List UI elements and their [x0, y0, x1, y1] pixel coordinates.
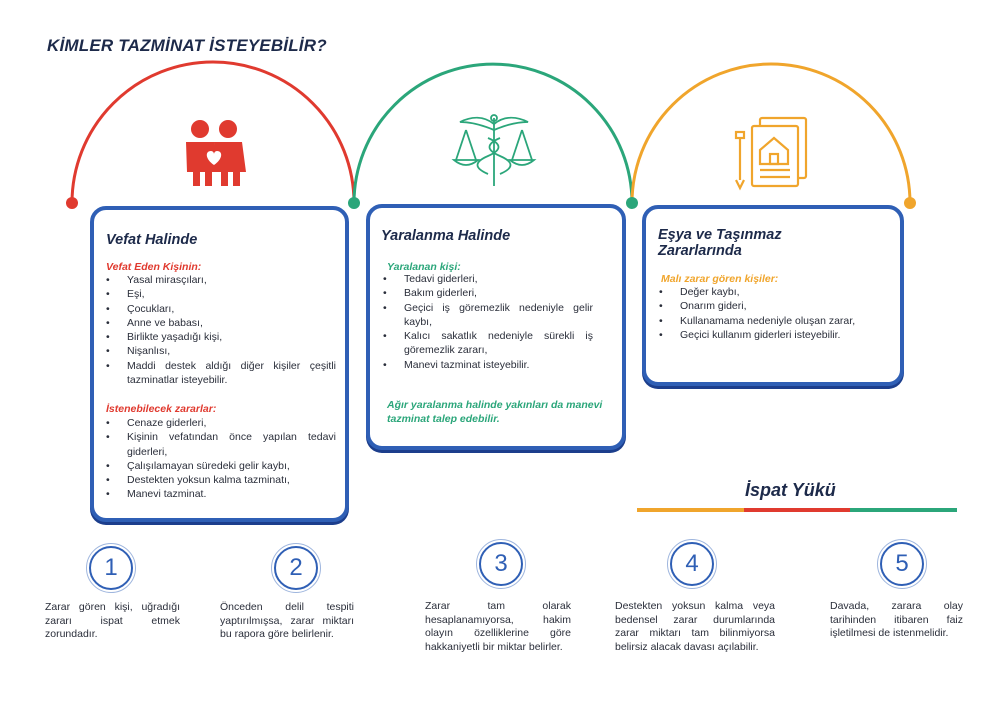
list-item: Çocukları,: [106, 302, 336, 317]
step-3-text: Zarar tam olarak hesaplanamıyorsa, hakim…: [425, 600, 571, 653]
list-item: Kalıcı sakatlık nedeniyle sürekli iş gör…: [383, 329, 593, 358]
list-item: Değer kaybı,: [659, 285, 874, 300]
orange-dot: [904, 197, 916, 209]
step-number: 5: [895, 550, 909, 577]
step-1-text: Zarar gören kişi, uğradığı zararı ispat …: [45, 601, 180, 640]
orange-arc: [630, 62, 912, 204]
card-subtitle: Vefat Eden Kişinin:: [106, 261, 202, 273]
list-item: Kişinin vefatından önce yapılan tedavi g…: [106, 430, 336, 459]
step-5-circle: 5: [877, 539, 927, 589]
red-arc: [70, 60, 356, 204]
step-2-text: Önceden delil tespiti yaptırılmışsa, zar…: [220, 601, 354, 640]
step-number: 2: [289, 554, 303, 581]
card-subtitle: İstenebilecek zararlar:: [106, 403, 217, 415]
step-number: 1: [104, 554, 118, 581]
list-item: Çalışılamayan süredeki gelir kaybı,: [106, 459, 336, 474]
step-4-circle: 4: [667, 539, 717, 589]
tricolor-divider: [637, 508, 958, 512]
green-dot-right: [626, 197, 638, 209]
list-item: Geçici iş göremezlik nedeniyle gelir kay…: [383, 301, 593, 330]
list-item: Eşi,: [106, 287, 336, 302]
red-dot: [66, 197, 78, 209]
card-title: Eşya ve Taşınmaz Zararlarında: [658, 227, 782, 259]
green-dot-left: [348, 197, 360, 209]
card-esya: Eşya ve Taşınmaz Zararlarında Malı zarar…: [642, 205, 904, 386]
card-yaralanma: Yaralanma Halinde Yaralanan kişi: Tedavi…: [366, 204, 626, 450]
card-title: Yaralanma Halinde: [381, 228, 511, 244]
list-item: Maddi destek aldığı diğer kişiler çeşitl…: [106, 359, 336, 388]
step-4-text: Destekten yoksun kalma veya bedensel zar…: [615, 600, 775, 653]
list-item: Onarım gideri,: [659, 299, 874, 314]
list-item: Manevi tazminat.: [106, 487, 336, 502]
page-title: KİMLER TAZMİNAT İSTEYEBİLİR?: [47, 36, 327, 55]
step-number: 3: [494, 550, 508, 577]
list-item: Anne ve babası,: [106, 316, 336, 331]
step-5-text: Davada, zarara olay tarihinden itibaren …: [830, 600, 963, 639]
list-item: Geçici kullanım giderleri isteyebilir.: [659, 328, 874, 343]
list-item: Nişanlısı,: [106, 344, 336, 359]
bullet-list: Yasal mirasçıları,Eşi,Çocukları,Anne ve …: [106, 273, 336, 387]
step-3-circle: 3: [476, 539, 526, 589]
card-title: Vefat Halinde: [106, 232, 198, 248]
list-item: Bakım giderleri,: [383, 286, 593, 301]
card-subtitle: Malı zarar gören kişiler:: [661, 273, 779, 285]
step-number: 4: [685, 550, 699, 577]
list-item: Birlikte yaşadığı kişi,: [106, 330, 336, 345]
card-note: Ağır yaralanma halinde yakınları da mane…: [387, 399, 603, 425]
ispat-title: İspat Yükü: [745, 480, 836, 500]
step-1-circle: 1: [86, 543, 136, 593]
caduceus-scales-icon: [451, 114, 537, 186]
bullet-list: Değer kaybı,Onarım gideri,Kullanamama ne…: [659, 285, 874, 342]
list-item: Destekten yoksun kalma tazminatı,: [106, 473, 336, 488]
step-2-circle: 2: [271, 543, 321, 593]
list-item: Manevi tazminat isteyebilir.: [383, 358, 593, 373]
bullet-list: Tedavi giderleri,Bakım giderleri,Geçici …: [383, 272, 593, 372]
list-item: Cenaze giderleri,: [106, 416, 336, 431]
property-documents-icon: [734, 116, 808, 191]
card-subtitle: Yaralanan kişi:: [387, 261, 461, 273]
green-arc: [352, 62, 634, 204]
family-heart-icon: [186, 120, 246, 186]
list-item: Kullanamama nedeniyle oluşan zarar,: [659, 314, 874, 329]
card-vefat: Vefat Halinde Vefat Eden Kişinin: Yasal …: [90, 206, 349, 522]
bullet-list: Cenaze giderleri,Kişinin vefatından önce…: [106, 416, 336, 502]
list-item: Yasal mirasçıları,: [106, 273, 336, 288]
list-item: Tedavi giderleri,: [383, 272, 593, 287]
